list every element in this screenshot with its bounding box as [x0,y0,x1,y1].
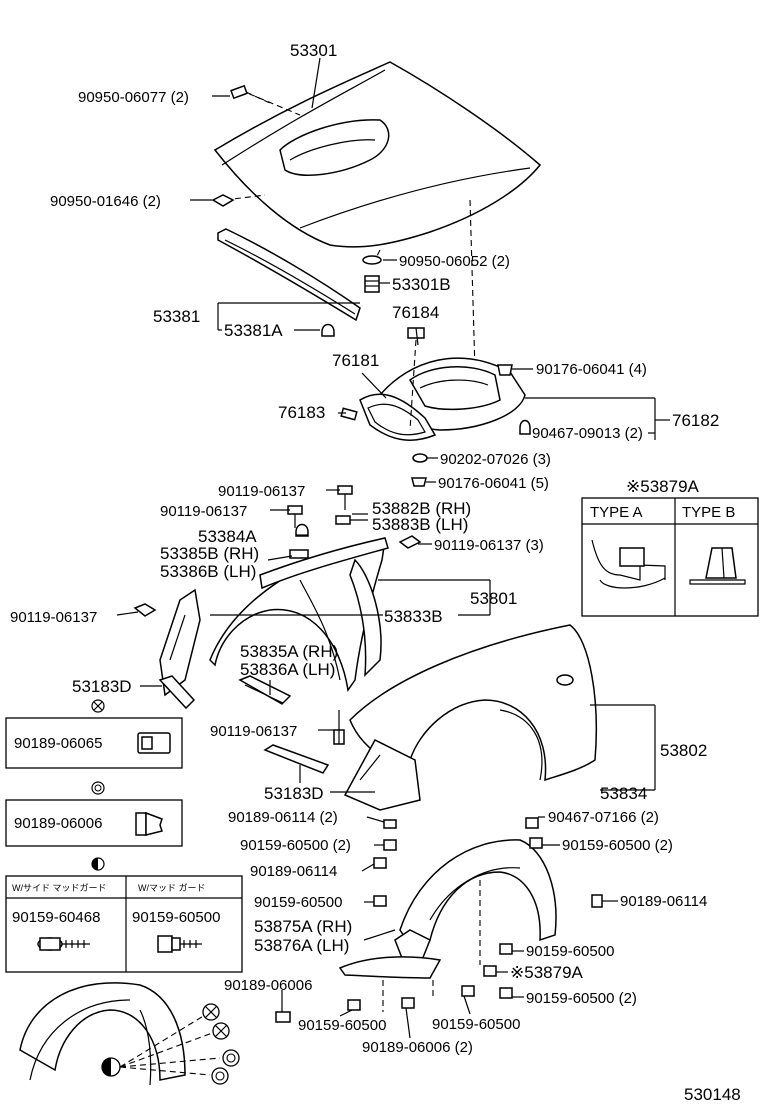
label-90159-60500-2c: 90159-60500 (2) [526,990,637,1007]
legend-x-clip-drawing [137,732,171,754]
label-90189-06006-2: 90189-06006 (2) [362,1039,473,1056]
fender-bolts-group [133,485,422,617]
hood-cushion-part [362,255,382,265]
fender-liner-fasteners-group [275,817,603,1023]
label-53883b: 53883B (LH) [372,515,468,534]
label-53836a: 53836A (LH) [240,660,335,679]
label-53882b: 53882B (RH) [372,499,471,518]
label-90202-07026: 90202-07026 (3) [440,451,551,468]
legend-x [5,699,183,769]
label-90119-06137-c: 90119-06137 [10,609,97,626]
label-53834: 53834 [600,784,647,803]
hood-scoop-gasket-part [359,393,437,441]
label-53381: 53381 [153,307,200,326]
hood-panel [213,61,542,371]
type-b-clip [689,547,746,585]
label-53835a: 53835A (RH) [240,642,338,661]
label-53386b: 53386B (LH) [160,562,256,581]
label-90119-06137-a: 90119-06137 [218,483,305,500]
hood-seal-clip-part [321,323,335,337]
label-53801: 53801 [470,589,517,608]
legend-o-part: 90189-06006 [14,815,102,832]
type-box-type-b: TYPE B [682,504,735,521]
part-labels: 53301 90950-06077 (2) 90950-01646 (2) 90… [10,41,719,1056]
label-53833b: 53833B [384,607,443,626]
hood-seal-part [217,228,361,322]
label-53876a: 53876A (LH) [254,936,349,955]
fender-liner-part [338,839,557,979]
legend-o-clip-drawing [135,811,163,836]
type-box [581,497,759,617]
label-90950-06077: 90950-06077 (2) [78,89,189,106]
label-53183d-b: 53183D [264,784,324,803]
label-76184: 76184 [392,303,439,322]
label-90159-60500-d: 90159-60500 [432,1016,520,1033]
legend-x-part: 90189-06065 [14,735,102,752]
label-90189-06114-2: 90189-06114 (2) [228,809,338,826]
label-76182: 76182 [672,411,719,430]
doc-number: 530148 [684,1085,741,1104]
legend-o [5,781,183,847]
label-90159-60500-a: 90159-60500 [254,894,342,911]
arch-x-marker [202,1003,230,1040]
label-90950-01646: 90950-01646 (2) [50,193,161,210]
fender-reinforcement-part [238,675,292,705]
leader-lines [116,57,670,1039]
label-90159-60500-2b: 90159-60500 (2) [562,837,673,854]
label-76183: 76183 [278,403,325,422]
hood-scoop-clip-part [411,364,531,487]
fender-upper-screw-part [333,710,345,745]
label-90119-06137-b: 90119-06137 [160,503,247,520]
label-90189-06114-a: 90189-06114 [250,863,337,880]
fender-apron-part [209,537,389,692]
type-a-clip [591,539,666,589]
legend-half-col2-header: W/マッド ガード [138,883,206,893]
front-fender-part [349,624,598,782]
label-90119-06137-d: 90119-06137 [210,723,297,740]
label-90119-06137-3: 90119-06137 (3) [434,537,544,554]
type-box-type-a: TYPE A [590,504,643,521]
label-53875a: 53875A (RH) [254,917,352,936]
label-53301b: 53301B [392,275,451,294]
label-53879a: ※53879A [510,963,584,982]
label-90159-60500-c: 90159-60500 [298,1017,386,1034]
hood-scoop-seal-part [340,407,358,421]
label-53802: 53802 [660,741,707,760]
legend-screw-2 [157,935,202,953]
label-53384a: 53384A [198,527,257,546]
label-90176-06041-4: 90176-06041 (4) [536,361,647,378]
legend-half [5,857,243,973]
label-90159-60500-2a: 90159-60500 (2) [240,837,351,854]
label-90467-09013: 90467-09013 (2) [532,425,643,442]
label-90467-07166: 90467-07166 (2) [548,809,659,826]
hood-bumper-cushion-part [230,84,248,100]
label-53183d-a: 53183D [72,677,132,696]
fender-rocker-seal-part [263,744,330,774]
label-53381a: 53381A [224,321,283,340]
hood-clip-part [211,194,235,207]
label-90189-06006-a: 90189-06006 [224,977,312,994]
legend-screw-1 [37,937,90,951]
wheel-arch-detail [19,982,240,1086]
hood-stay-grommet-part [364,275,380,293]
label-53301: 53301 [290,41,337,60]
legend-half-col1-part: 90159-60468 [12,909,100,926]
label-90189-06114-b: 90189-06114 [620,893,707,910]
legend-half-col1-header: W/サイド マッドガード [12,883,107,893]
label-90159-60500-b: 90159-60500 [526,943,614,960]
type-box-title: ※53879A [626,477,700,496]
label-76181: 76181 [332,351,379,370]
legend-half-col2-part: 90159-60500 [132,909,220,926]
label-90950-06052: 90950-06052 (2) [399,253,510,270]
fender-bracket-part [159,588,201,697]
fender-seal-part [158,675,196,710]
label-53385b: 53385B (RH) [160,544,259,563]
arch-o-marker [211,1049,240,1085]
label-90176-06041-5: 90176-06041 (5) [438,475,549,492]
